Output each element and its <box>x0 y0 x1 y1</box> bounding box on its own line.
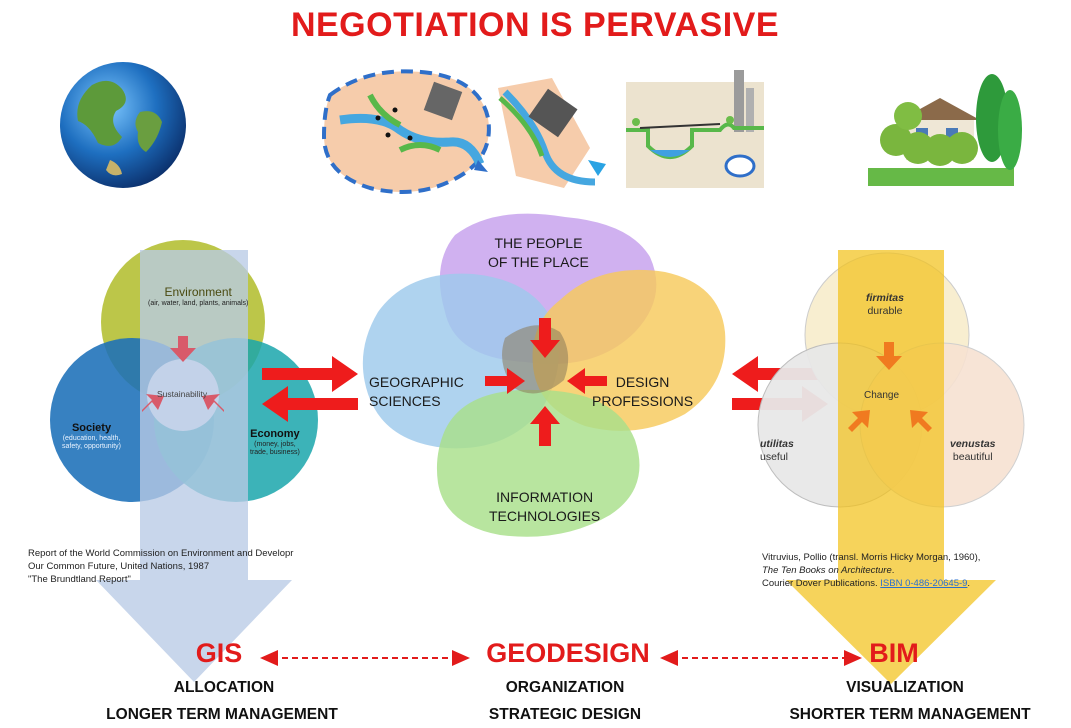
gis-label: GIS <box>195 638 243 668</box>
streetscape-section-icon <box>626 70 764 188</box>
brundtland-line-3: "The Brundtland Report" <box>28 573 131 585</box>
gis-geodesign-exchange-arrows[interactable] <box>262 356 358 422</box>
brundtland-line-2: Our Common Future, United Nations, 1987 <box>28 560 210 572</box>
vitruvius-line-2: The Ten Books on Architecture. <box>762 565 980 578</box>
sustainability-label: Sustainability <box>157 389 208 399</box>
house-with-trees-icon <box>868 74 1022 186</box>
globe-icon <box>60 62 186 188</box>
environment-detail: (air, water, land, plants, animals) <box>148 299 249 307</box>
firmitas-meaning: durable <box>867 304 903 317</box>
venustas-label: venustas beautiful <box>950 438 996 463</box>
bim-label: BIM <box>869 638 919 668</box>
society-title: Society <box>71 422 112 434</box>
info-blob <box>436 389 640 537</box>
change-label: Change <box>864 390 900 401</box>
vitruvius-line-1: Vitruvius, Pollio (transl. Morris Hicky … <box>762 552 981 563</box>
geodesign-sub-1: ORGANIZATION <box>505 679 625 696</box>
brundtland-reference: Report of the World Commission on Enviro… <box>28 548 293 586</box>
venustas-meaning: beautiful <box>952 450 993 463</box>
people-of-place-label: THE PEOPLE OF THE PLACE <box>488 234 589 272</box>
economy-detail-1: (money, jobs, <box>254 440 296 448</box>
design-line-1: DESIGN <box>615 374 670 390</box>
utilitas-meaning: useful <box>760 450 789 463</box>
bim-sub-1: VISUALIZATION <box>846 679 964 696</box>
ten-books-period: . <box>891 564 895 576</box>
brundtland-line-1: Report of the World Commission on Enviro… <box>28 548 294 559</box>
utilitas-term: utilitas <box>760 438 794 450</box>
society-detail-2: safety, opportunity) <box>62 442 122 450</box>
change-inward-arrows <box>848 342 932 432</box>
venustas-term: venustas <box>950 438 996 450</box>
economy-title: Economy <box>250 428 300 440</box>
ten-books-title: The Ten Books on Architecture <box>762 564 892 576</box>
river-grid-map-icon <box>498 78 606 188</box>
utilitas-label: utilitas useful <box>760 438 794 463</box>
society-detail-1: (education, health, <box>62 434 121 442</box>
geo-line-2: SCIENCES <box>369 392 441 409</box>
geo-line-1: GEOGRAPHIC <box>369 374 464 390</box>
vitruvius-reference: Vitruvius, Pollio (transl. Morris Hicky … <box>762 552 980 590</box>
isbn-link[interactable]: ISBN 0-486-20645-9 <box>880 577 968 589</box>
geodesign-sub-2: STRATEGIC DESIGN <box>488 706 642 723</box>
geographic-sciences-label: GEOGRAPHIC SCIENCES <box>369 373 464 411</box>
bim-sub-2: SHORTER TERM MANAGEMENT <box>789 706 1031 723</box>
information-technologies-label: INFORMATION TECHNOLOGIES <box>489 488 600 526</box>
environment-label: Environment (air, water, land, plants, a… <box>148 285 249 308</box>
environment-title: Environment <box>164 285 232 299</box>
publisher-text: Courier Dover Publications. <box>762 577 881 589</box>
people-line-2: OF THE PLACE <box>488 253 589 270</box>
vitruvius-line-3: Courier Dover Publications. ISBN 0-486-2… <box>762 578 980 591</box>
economy-detail-2: trade, business) <box>250 448 300 456</box>
center-blobs <box>362 213 726 537</box>
isbn-period: . <box>967 577 971 589</box>
society-label: Society (education, health, safety, oppo… <box>62 422 121 451</box>
people-line-1: THE PEOPLE <box>494 235 583 251</box>
gis-sub-2: LONGER TERM MANAGEMENT <box>106 706 338 723</box>
design-professions-label: DESIGN PROFESSIONS <box>592 373 693 411</box>
page-title: NEGOTIATION IS PERVASIVE <box>290 6 780 44</box>
geodesign-label: GEODESIGN <box>486 638 650 668</box>
info-line-2: TECHNOLOGIES <box>489 507 601 524</box>
center-inward-arrows <box>485 318 607 446</box>
info-line-1: INFORMATION <box>496 489 594 505</box>
watershed-map-icon <box>321 69 491 194</box>
firmitas-term: firmitas <box>866 292 904 304</box>
bim-down-arrow <box>786 250 996 684</box>
sustainability-inward-arrows <box>142 336 224 412</box>
gis-down-arrow <box>96 250 292 682</box>
design-line-2: PROFESSIONS <box>592 392 694 409</box>
gis-sub-1: ALLOCATION <box>173 679 275 696</box>
economy-label: Economy (money, jobs, trade, business) <box>250 428 300 457</box>
firmitas-label: firmitas durable <box>866 292 904 317</box>
